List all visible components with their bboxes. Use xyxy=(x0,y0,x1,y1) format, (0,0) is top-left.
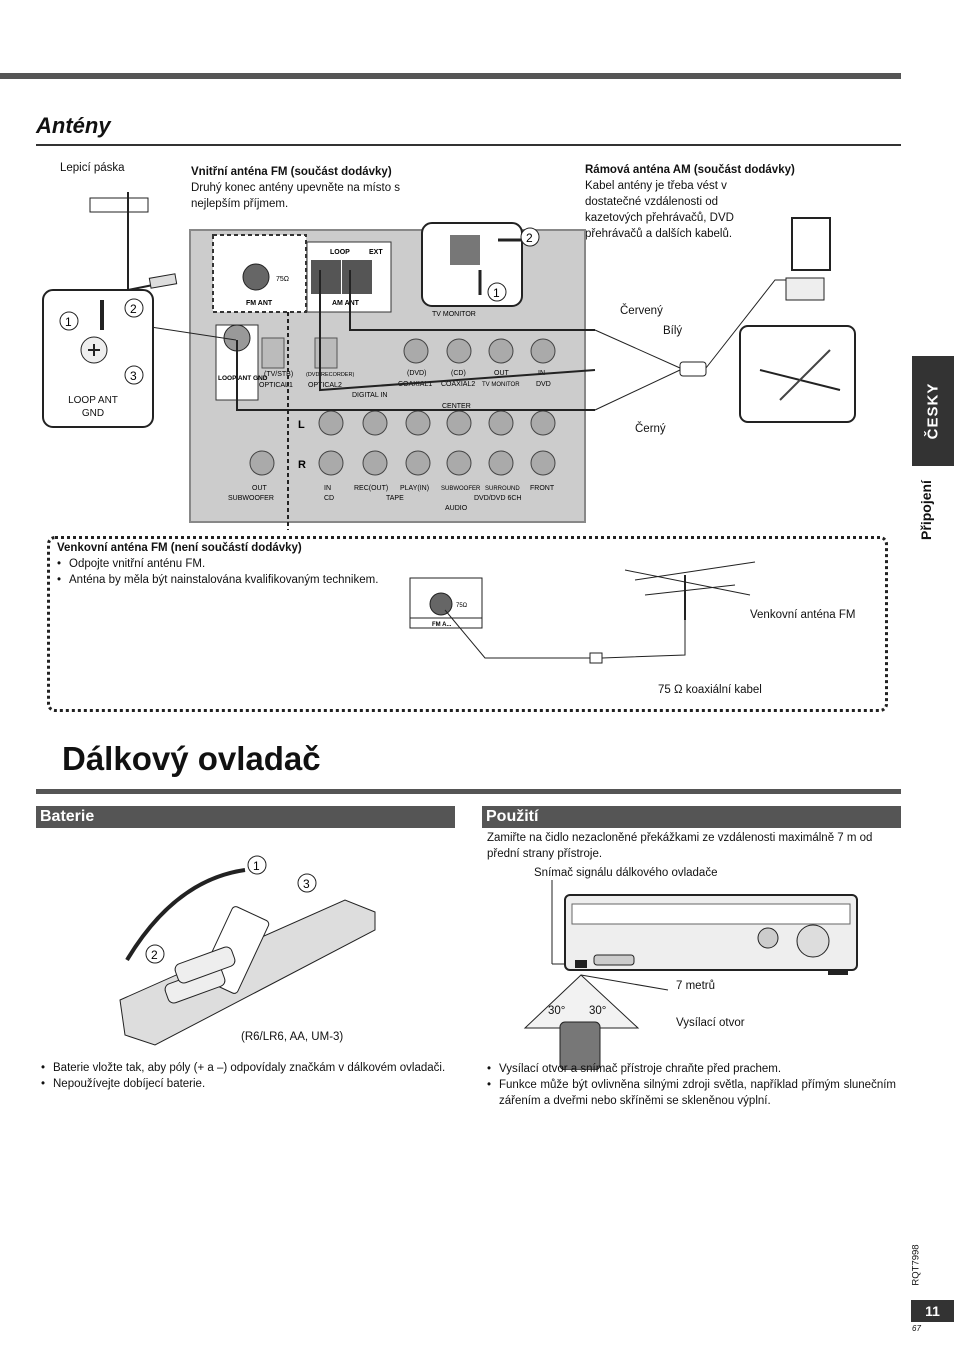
doc-code: RQT7998 xyxy=(910,1244,922,1286)
svg-text:SUBWOOFER: SUBWOOFER xyxy=(441,486,481,492)
svg-text:PLAY(IN): PLAY(IN) xyxy=(400,485,429,492)
svg-text:2: 2 xyxy=(151,948,158,962)
svg-text:COAXIAL1: COAXIAL1 xyxy=(398,381,432,388)
svg-text:AUDIO: AUDIO xyxy=(445,505,468,512)
outdoor-title: Venkovní anténa FM (není součástí dodávk… xyxy=(57,542,302,554)
outdoor-note: Venkovní anténa FM (není součástí dodávk… xyxy=(57,540,405,588)
wire-red-label: Červený xyxy=(620,305,663,317)
svg-text:L: L xyxy=(298,419,305,431)
section-rule xyxy=(36,144,901,146)
svg-text:OUT: OUT xyxy=(494,370,510,377)
page-number: 11 xyxy=(911,1300,954,1322)
svg-text:OUT: OUT xyxy=(252,485,268,492)
list-item: Anténa by měla být nainstalována kvalifi… xyxy=(57,572,405,588)
am-text: Kabel antény je třeba vést v dostatečné … xyxy=(585,180,734,240)
fm-indoor-note: Vnitřní anténa FM (součást dodávky) Druh… xyxy=(191,164,441,212)
svg-text:SURROUND: SURROUND xyxy=(485,486,520,492)
list-item: Baterie vložte tak, aby póly (+ a –) odp… xyxy=(41,1060,450,1076)
battery-notes: Baterie vložte tak, aby póly (+ a –) odp… xyxy=(41,1060,450,1092)
page-title-remote: Dálkový ovladač xyxy=(62,740,321,777)
loop-ant-gnd-label: LOOP ANT GND xyxy=(68,395,118,419)
svg-text:LOOP ANT GND: LOOP ANT GND xyxy=(218,375,268,382)
antenna-diagram: 75Ω FM ANT LOOP EXT AM ANT TV MONITOR LO… xyxy=(42,192,856,530)
transmitter-label: Vysílací otvor xyxy=(676,1017,745,1029)
page-sub-number: 67 xyxy=(912,1324,921,1333)
svg-text:OPTICAL2: OPTICAL2 xyxy=(308,382,342,389)
svg-text:75Ω: 75Ω xyxy=(276,276,289,283)
svg-text:IN: IN xyxy=(324,485,331,492)
svg-text:1: 1 xyxy=(493,286,500,300)
battery-type: (R6/LR6, AA, UM-3) xyxy=(241,1031,344,1043)
section-title-antennas: Antény xyxy=(36,113,111,138)
svg-text:1: 1 xyxy=(253,859,260,873)
outdoor-list: Odpojte vnitřní anténu FM. Anténa by měl… xyxy=(57,556,405,588)
batteries-header: Baterie xyxy=(36,806,455,828)
svg-text:3: 3 xyxy=(303,877,310,891)
angle-left: 30° xyxy=(548,1005,566,1017)
svg-text:FM ANT: FM ANT xyxy=(246,300,273,307)
svg-text:(CD): (CD) xyxy=(451,370,466,377)
receiver-front-diagram xyxy=(523,880,858,1070)
svg-text:2: 2 xyxy=(130,302,137,316)
fm-indoor-text: Druhý konec antény upevněte na místo s n… xyxy=(191,182,401,210)
wire-white-label: Bílý xyxy=(663,325,683,337)
svg-text:TV MONITOR: TV MONITOR xyxy=(432,311,476,318)
svg-text:SUBWOOFER: SUBWOOFER xyxy=(228,495,274,502)
svg-text:DIGITAL IN: DIGITAL IN xyxy=(352,392,387,399)
svg-text:TAPE: TAPE xyxy=(386,495,404,502)
distance-label: 7 metrů xyxy=(676,980,715,992)
svg-text:AM ANT: AM ANT xyxy=(332,300,360,307)
svg-text:(DVD): (DVD) xyxy=(407,370,426,377)
svg-text:DVD/DVD 6CH: DVD/DVD 6CH xyxy=(474,495,521,502)
svg-text:2: 2 xyxy=(526,231,533,245)
svg-text:COAXIAL2: COAXIAL2 xyxy=(441,381,475,388)
remote-rule xyxy=(36,789,901,794)
fm-indoor-title: Vnitřní anténa FM (součást dodávky) xyxy=(191,166,392,178)
am-clip-inset xyxy=(739,325,856,423)
svg-text:FRONT: FRONT xyxy=(530,485,555,492)
outdoor-antenna-label: Venkovní anténa FM xyxy=(750,609,856,621)
am-title: Rámová anténa AM (součást dodávky) xyxy=(585,164,795,176)
list-item: Odpojte vnitřní anténu FM. xyxy=(57,556,405,572)
svg-text:DVD: DVD xyxy=(536,381,551,388)
svg-text:3: 3 xyxy=(130,369,137,383)
sensor-label: Snímač signálu dálkového ovladače xyxy=(534,867,718,879)
tape-shape xyxy=(89,197,149,213)
svg-text:75Ω: 75Ω xyxy=(456,603,468,609)
svg-text:(TV/STB): (TV/STB) xyxy=(264,371,293,378)
svg-text:1: 1 xyxy=(65,315,72,329)
svg-text:TV MONITOR: TV MONITOR xyxy=(482,382,520,388)
use-text: Zamiřte na čidlo nezacloněné překážkami … xyxy=(487,832,873,860)
svg-text:REC(OUT): REC(OUT) xyxy=(354,485,388,492)
chapter-label: Připojení xyxy=(918,480,934,540)
am-note: Rámová anténa AM (součást dodávky) Kabel… xyxy=(585,162,835,242)
svg-text:R: R xyxy=(298,459,306,471)
outdoor-antenna-box xyxy=(47,536,888,712)
tape-label: Lepicí páska xyxy=(60,162,125,174)
list-item: Funkce může být ovlivněna silnými zdroji… xyxy=(487,1077,896,1109)
use-notes: Vysílací otvor a snímač přístroje chraňt… xyxy=(487,1061,896,1109)
angle-right: 30° xyxy=(589,1005,607,1017)
svg-text:CD: CD xyxy=(324,495,334,502)
svg-text:CENTER: CENTER xyxy=(442,403,471,410)
svg-text:LOOP: LOOP xyxy=(330,249,350,256)
battery-illustration: 1 3 2 xyxy=(119,855,376,1046)
svg-text:EXT: EXT xyxy=(369,249,383,256)
svg-text:OPTICAL1: OPTICAL1 xyxy=(259,382,293,389)
top-rule xyxy=(0,73,901,79)
fm-ant-jack xyxy=(242,263,270,291)
outdoor-antenna-diagram: 75Ω FM A... xyxy=(409,561,756,664)
wire-black-label: Černý xyxy=(635,423,666,435)
language-tab: ČESKY xyxy=(912,356,954,466)
svg-text:FM A...: FM A... xyxy=(432,622,452,628)
list-item: Nepoužívejte dobíjecí baterie. xyxy=(41,1076,450,1092)
use-header: Použití xyxy=(482,806,901,828)
list-item: Vysílací otvor a snímač přístroje chraňt… xyxy=(487,1061,896,1077)
svg-text:(DVD RECORDER): (DVD RECORDER) xyxy=(306,372,354,378)
coax-cable-label: 75 Ω koaxiální kabel xyxy=(658,684,762,696)
